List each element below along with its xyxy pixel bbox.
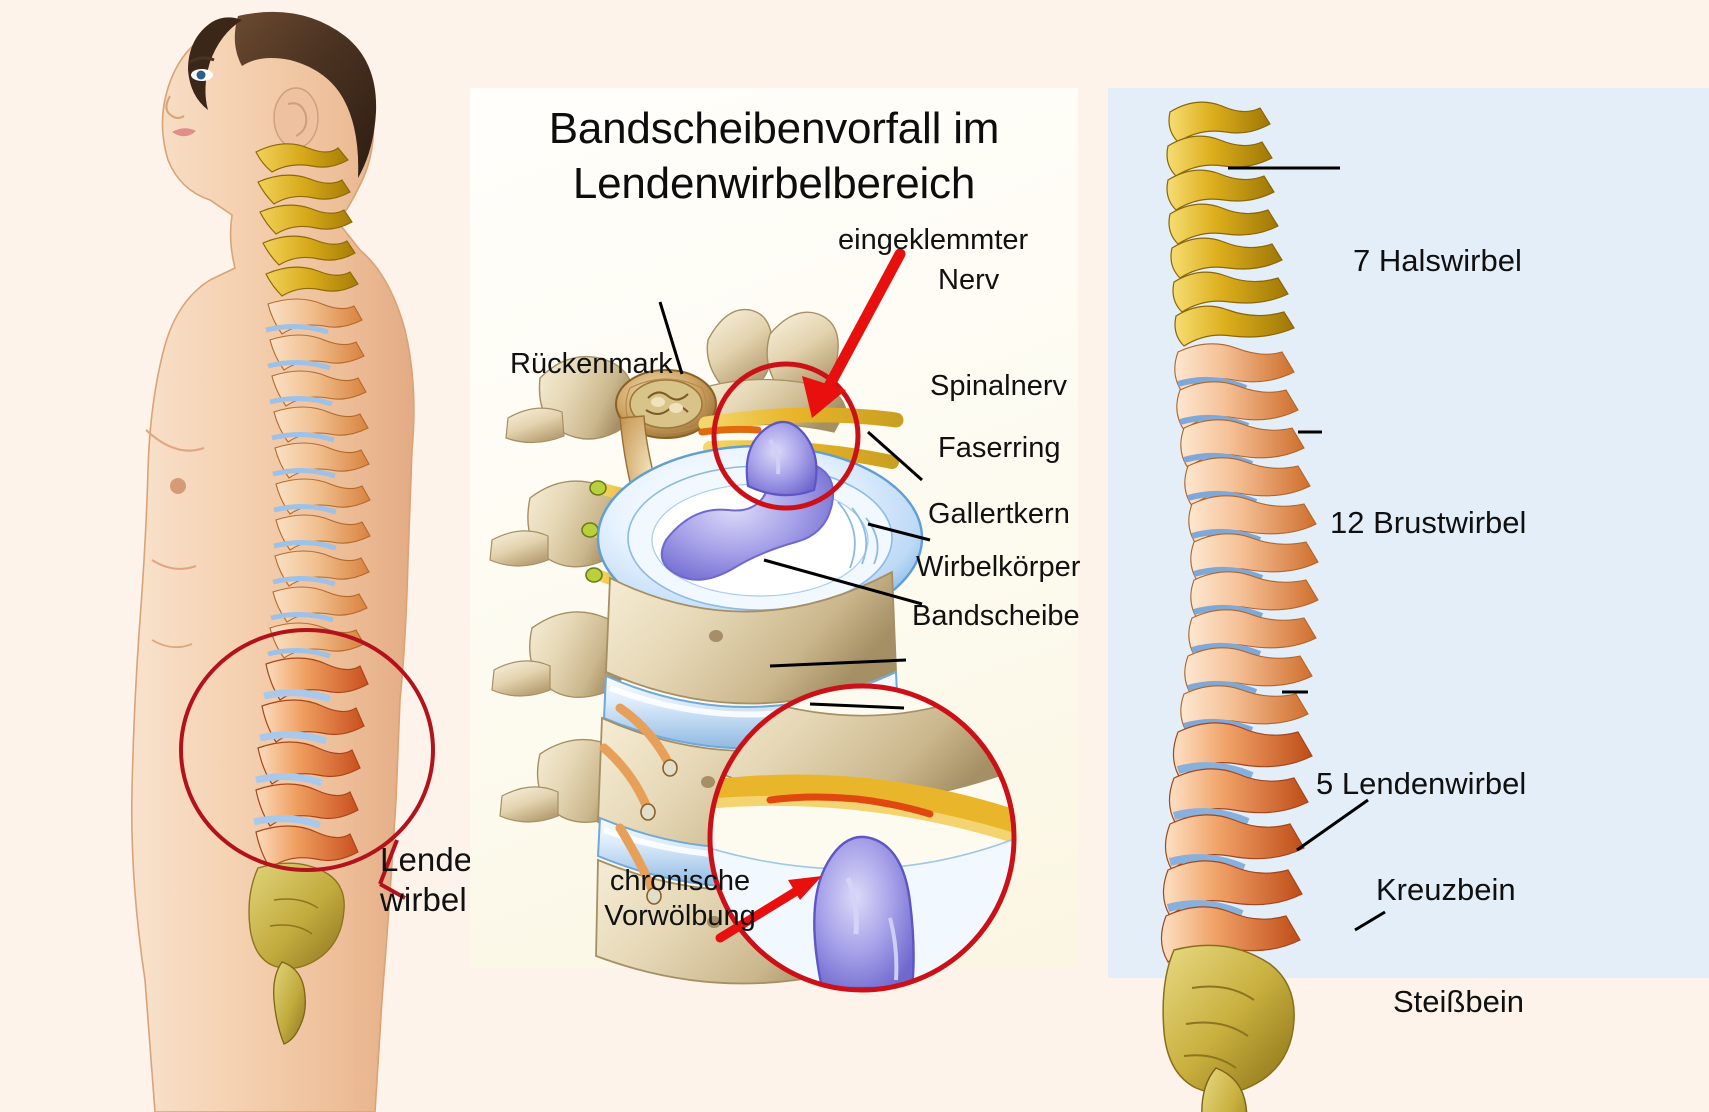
label-lendenwirbel-line2: wirbel: [380, 881, 467, 919]
hair: [234, 11, 377, 178]
label-bandscheibe: Bandscheibe: [912, 600, 1080, 632]
transverse-process-1: [505, 407, 565, 444]
leader-faserring: [867, 522, 931, 542]
lumbar-segment: [253, 657, 369, 869]
nerve-roots-lower: [599, 703, 678, 905]
cervical-7: [1174, 305, 1295, 347]
thoracic-segment: [265, 298, 371, 659]
label-halswirbel: 7 Halswirbel: [1353, 243, 1522, 278]
fragment-highlight: [768, 438, 781, 475]
label-brustwirbel: 12 Brustwirbel: [1330, 505, 1527, 540]
cervical-1: [1168, 101, 1271, 143]
leader-rueckenmark: [658, 301, 684, 375]
nutrient-foramen-1: [709, 630, 723, 642]
left-panel-body-profile: Lenden- wirbel: [0, 0, 470, 1112]
label-chronische-line2: Vorwölbung: [604, 900, 756, 933]
spinal-nerve-upper: [698, 407, 904, 432]
ear-detail: [287, 102, 308, 137]
lumbar-callout-leader: [378, 839, 406, 900]
label-gallertkern: Gallertkern: [928, 498, 1070, 530]
vertebral-body-1: [605, 570, 897, 705]
label-eingeklemmter: eingeklemmter: [838, 224, 1029, 256]
cervical-vertebrae-group: [1166, 101, 1295, 347]
inset-magnifier: [707, 683, 1017, 993]
label-lendenwirbel-line1: Lenden-: [380, 841, 470, 878]
lumbar-vertebrae-group: [1160, 722, 1313, 963]
leader-bandscheibe: [809, 702, 905, 710]
lumbar-highlight-circle: [179, 628, 435, 872]
figure-title: Bandscheibenvorfall im Lendenwirbelberei…: [470, 102, 1078, 211]
body-profile-illustration: [130, 11, 435, 1112]
articular-process-right: [766, 311, 839, 389]
inset-circle-border: [707, 683, 1017, 993]
label-chronische-vorwoelbung: chronische Vorwölbung: [570, 864, 790, 935]
figure-title-line2: Lendenwirbelbereich: [572, 158, 976, 208]
center-panel-herniation-detail: Bandscheibenvorfall im Lendenwirbelberei…: [470, 88, 1081, 993]
cervical-2: [1166, 135, 1273, 177]
hair-front: [188, 17, 242, 110]
sacrum-lines: [269, 898, 319, 935]
label-lendenwirbel: Lenden- wirbel: [380, 840, 470, 921]
lips: [172, 128, 196, 137]
transverse-process-2: [489, 530, 549, 567]
herniation-illustration: [489, 248, 1017, 993]
lumbar-5: [1160, 906, 1301, 963]
thoracic-vertebrae-group: [1174, 343, 1319, 735]
nutrient-foramen-2: [701, 776, 715, 788]
intervertebral-disc-top: [596, 420, 924, 632]
pinched-nerve-circle: [711, 361, 861, 511]
sacrum-right-panel: [1162, 944, 1295, 1095]
inset-nerve-inflammation: [766, 793, 934, 818]
label-chronische-line1: chronische: [609, 865, 751, 897]
sacrum: [248, 862, 345, 970]
nerve-compression-redness: [698, 425, 762, 436]
annulus-fibres: [837, 501, 879, 569]
transverse-process-4: [499, 786, 559, 823]
pectoral-line: [145, 429, 205, 452]
cervical-4: [1168, 203, 1279, 245]
coccyx: [273, 961, 306, 1045]
cervical-3: [1166, 169, 1275, 211]
herniated-fragment: [745, 420, 818, 497]
cervical-5: [1170, 237, 1283, 279]
right-label-leaders: [1228, 166, 1386, 932]
spine-lateral: [248, 143, 371, 1045]
label-wirbelkoerper: Wirbelkörper: [916, 551, 1081, 583]
cervical-6: [1172, 271, 1289, 313]
eye-iris: [196, 70, 206, 80]
label-steissbein: Steißbein: [1393, 984, 1524, 1019]
inset-arrow: [715, 876, 822, 943]
nose-line: [165, 95, 185, 119]
full-spine-illustration: [1160, 101, 1386, 1112]
right-panel-full-spine: 7 Halswirbel 12 Brustwirbel 5 Lendenwirb…: [1108, 88, 1709, 1112]
label-faserring: Faserring: [938, 432, 1061, 464]
label-spinalnerv: Spinalnerv: [930, 370, 1068, 402]
cervical-segment: [255, 143, 359, 297]
label-nerv: Nerv: [938, 264, 1000, 296]
coccyx-right-panel: [1201, 1067, 1248, 1112]
label-leader-lines: [658, 301, 931, 710]
abdomen-line-1: [151, 559, 197, 570]
figure-title-line1: Bandscheibenvorfall im: [548, 104, 1000, 153]
inset-nerve: [710, 774, 1014, 837]
label-lendenwirbel-right: 5 Lendenwirbel: [1316, 766, 1527, 801]
leader-spinalnerv: [867, 430, 923, 482]
label-rueckenmark: Rückenmark: [510, 348, 673, 380]
articular-process-left: [706, 308, 773, 387]
ear: [273, 87, 319, 149]
label-kreuzbein: Kreuzbein: [1376, 872, 1516, 907]
pinched-nerve-arrow: [802, 248, 906, 418]
nipple: [170, 478, 186, 494]
inset-bulge: [813, 835, 915, 990]
eyebrow: [189, 56, 215, 64]
leader-gallertkern: [763, 558, 923, 606]
transverse-process-3: [491, 660, 551, 697]
nutrient-foramen-3: [707, 916, 721, 928]
leader-wirbelkoerper: [769, 658, 907, 668]
abdomen-line-2: [151, 639, 193, 649]
leader-steissbein: [1354, 910, 1386, 932]
sacrum-fissures: [1183, 985, 1255, 1069]
leader-kreuzbein: [1296, 798, 1369, 852]
